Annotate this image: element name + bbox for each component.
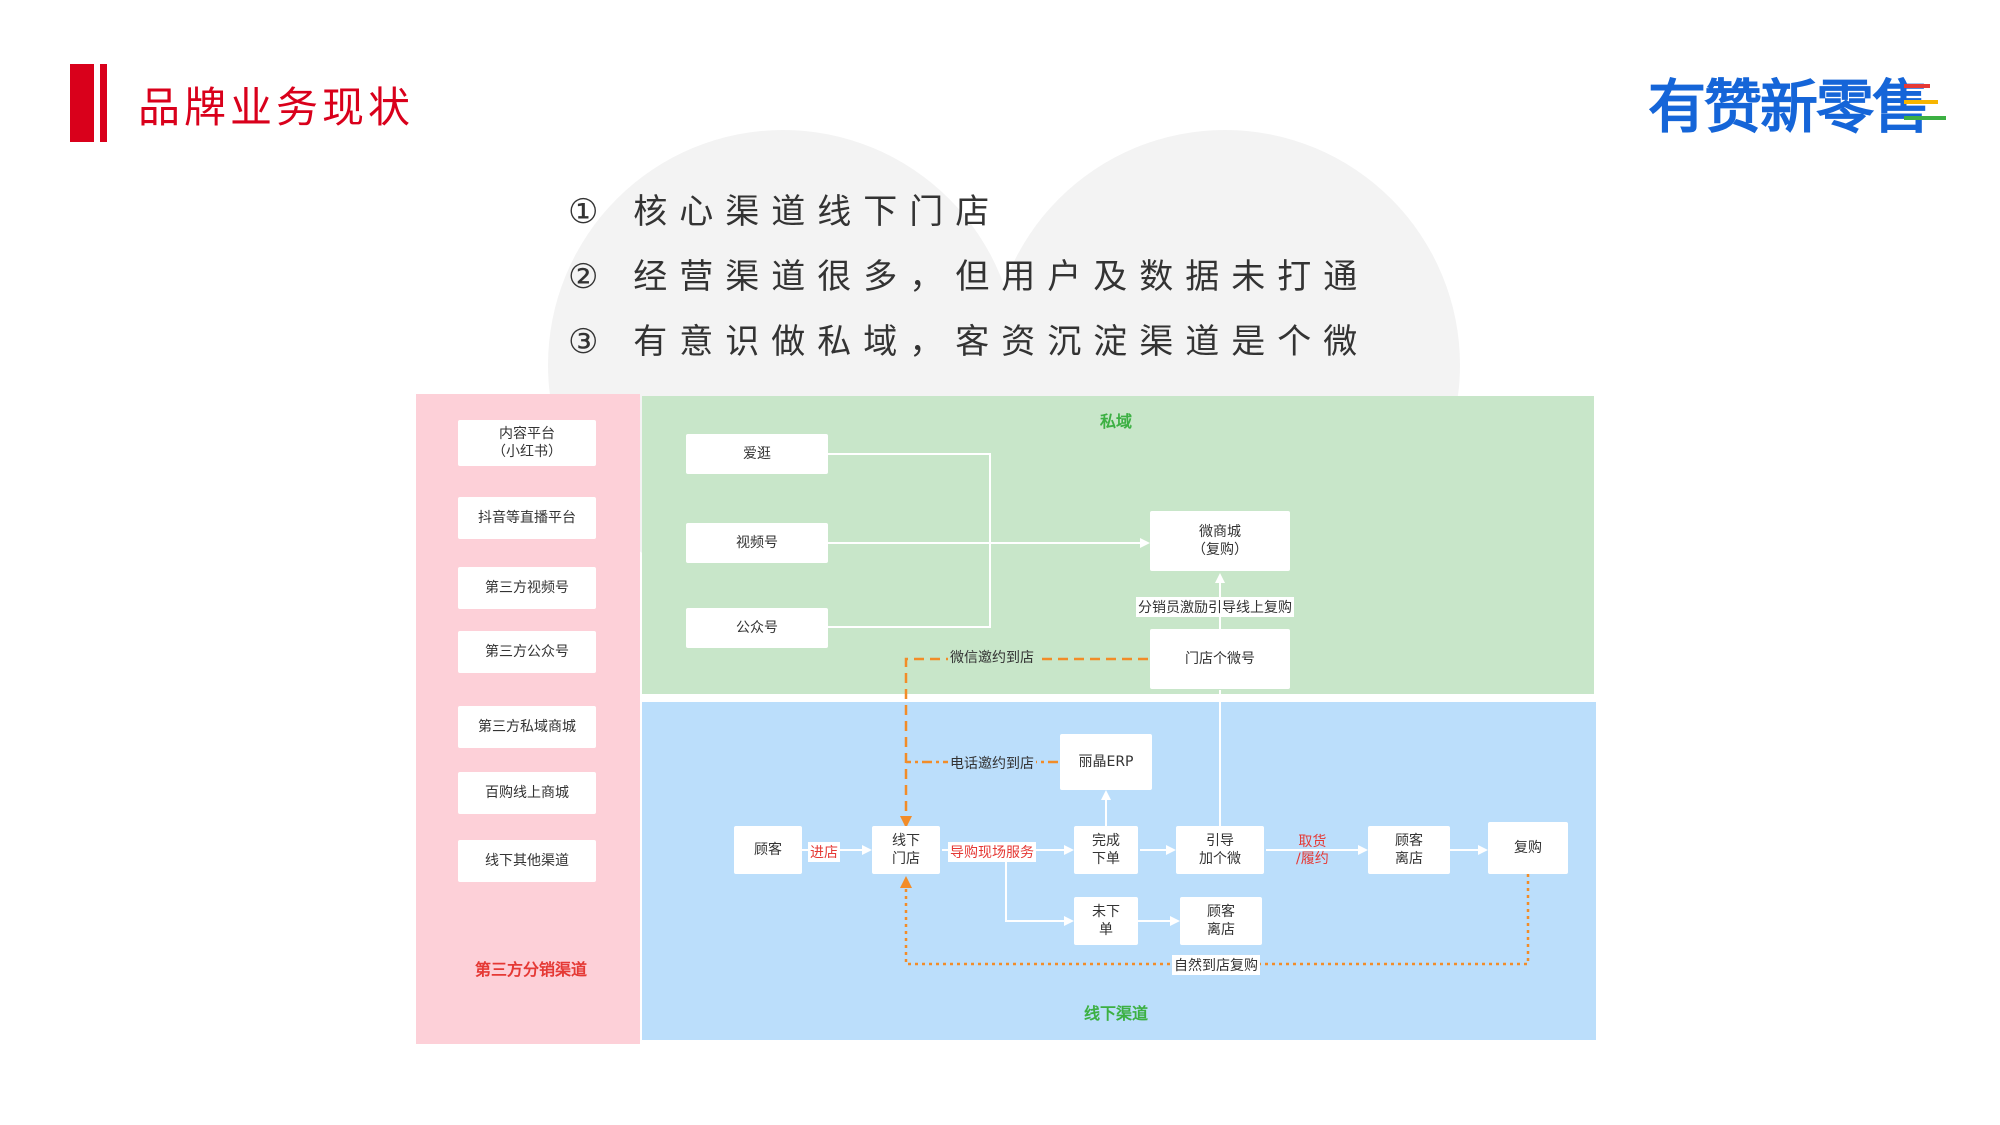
- node-guke-lidian-2: 顾客 离店: [1180, 897, 1262, 945]
- node-weishangcheng: 微商城 （复购）: [1150, 511, 1290, 571]
- node-gongzhonghao: 公众号: [686, 608, 828, 648]
- node-guke: 顾客: [734, 826, 802, 874]
- channel-third-private-mall: 第三方私域商城: [458, 706, 596, 748]
- panel-third-party-title: 第三方分销渠道: [475, 960, 588, 979]
- channel-third-official: 第三方公众号: [458, 631, 596, 673]
- label-fenxiao: 分销员激励引导线上复购: [1136, 597, 1294, 617]
- label-weixin-yaoyue: 微信邀约到店: [948, 647, 1036, 667]
- channel-offline-other: 线下其他渠道: [458, 840, 596, 882]
- label-dianhua-yaoyue: 电话邀约到店: [948, 753, 1036, 773]
- channel-baigou-mall: 百购线上商城: [458, 772, 596, 814]
- edge-mendian-to-weixiadan: [1005, 850, 1074, 926]
- node-guke-lidian-1: 顾客 离店: [1368, 826, 1450, 874]
- node-wei-xiadan: 未下 单: [1074, 897, 1138, 945]
- logo-stripe-yellow: [1904, 100, 1938, 104]
- node-aiguang: 爱逛: [686, 434, 828, 474]
- node-wancheng-xiadan: 完成 下单: [1074, 826, 1138, 874]
- label-jindian: 进店: [808, 842, 840, 862]
- key-point-2: ② 经营渠道很多，但用户及数据未打通: [568, 257, 1370, 297]
- node-fugou: 复购: [1488, 822, 1568, 874]
- node-yindao-jiagewei: 引导 加个微: [1176, 826, 1264, 874]
- key-point-1: ① 核心渠道线下门店: [568, 192, 1002, 232]
- node-shipinhao: 视频号: [686, 523, 828, 563]
- private-solid-connectors: [828, 453, 1225, 826]
- brand-logo: 有赞新零售: [1648, 73, 1930, 141]
- edge-weixin-invite: [900, 657, 1148, 828]
- node-lijing-erp: 丽晶ERP: [1060, 734, 1152, 790]
- label-quhuo: 取货 /履约: [1296, 834, 1329, 867]
- header-bar-thin: [100, 64, 107, 142]
- panel-private-title: 私域: [1100, 412, 1133, 431]
- channel-douyin-live: 抖音等直播平台: [458, 497, 596, 539]
- edge-aiguang-to-trunk: [828, 453, 991, 628]
- logo-stripe-red: [1904, 84, 1930, 88]
- channel-third-video: 第三方视频号: [458, 567, 596, 609]
- label-daogou: 导购现场服务: [948, 842, 1036, 862]
- key-point-3: ③ 有意识做私域，客资沉淀渠道是个微: [568, 322, 1370, 362]
- channel-content-platform: 内容平台 （小红书）: [458, 420, 596, 466]
- page-title: 品牌业务现状: [138, 83, 415, 132]
- panel-offline-title: 线下渠道: [1084, 1004, 1149, 1023]
- logo-stripe-green: [1904, 116, 1946, 120]
- node-mendian-geweihao: 门店个微号: [1150, 629, 1290, 689]
- header-bar-thick: [70, 64, 94, 142]
- node-xianxia-mendian: 线下 门店: [872, 826, 940, 874]
- label-ziran-fugou: 自然到店复购: [1172, 955, 1260, 975]
